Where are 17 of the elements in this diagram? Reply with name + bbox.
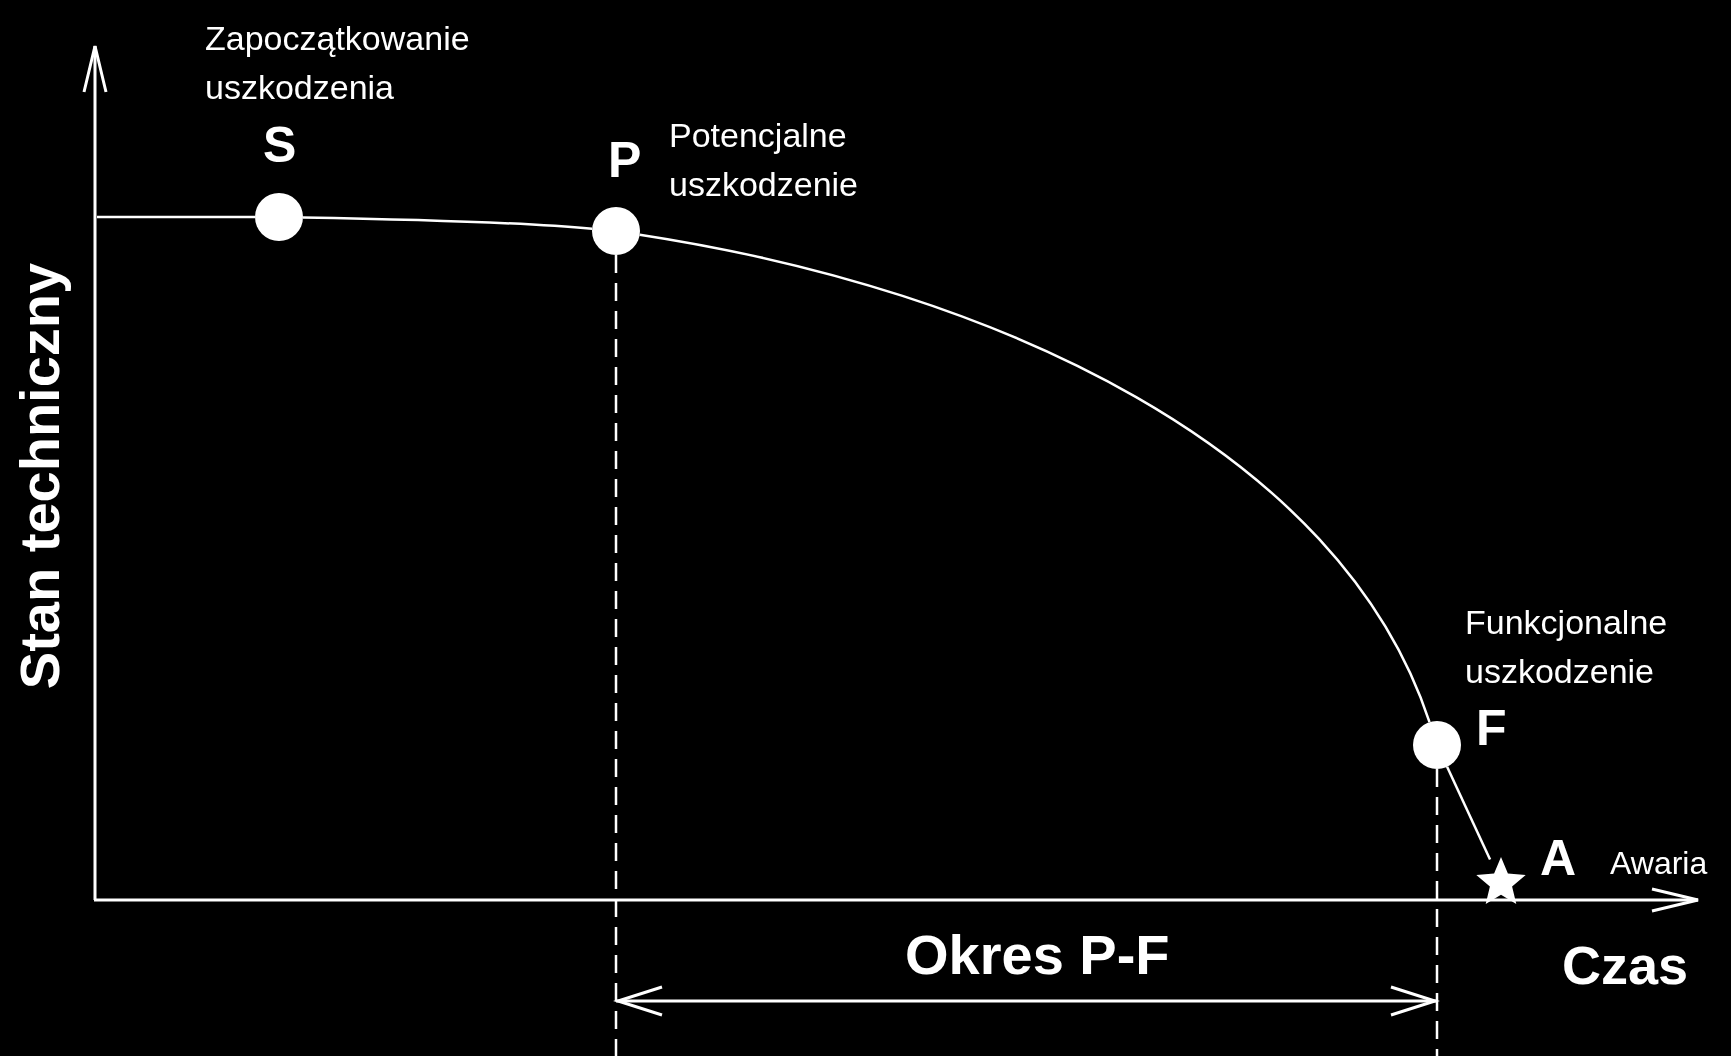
degradation-curve	[97, 215, 255, 219]
point-letter: A	[1540, 831, 1577, 886]
degradation-curve	[302, 216, 593, 231]
degradation-curve	[639, 233, 1431, 723]
point-letter: F	[1476, 701, 1507, 756]
point-caption: Zapoczątkowanie uszkodzenia	[205, 18, 471, 109]
axis-title: Czas	[1562, 938, 1689, 992]
interval-label: Okres P-F	[905, 927, 1170, 983]
point-letter: P	[608, 133, 642, 188]
point-marker	[592, 207, 640, 255]
point-caption: Funkcjonalne uszkodzenie	[1465, 602, 1669, 693]
point-caption: Awaria	[1610, 844, 1709, 883]
point-caption: Potencjalne uszkodzenie	[669, 115, 859, 206]
point-marker	[1413, 721, 1461, 769]
point-letter: S	[263, 118, 297, 173]
degradation-curve	[1445, 766, 1492, 860]
point-marker	[255, 193, 303, 241]
